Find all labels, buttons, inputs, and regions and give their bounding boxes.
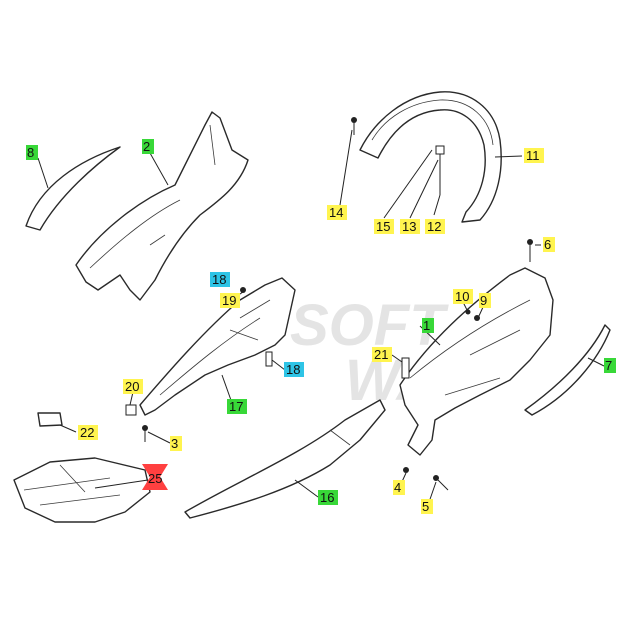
callout-12: 12: [425, 219, 445, 234]
svg-text:15: 15: [376, 219, 390, 234]
svg-text:4: 4: [394, 480, 401, 495]
screw-5-icon: [433, 475, 439, 481]
callout-19: 19: [220, 293, 240, 308]
callout-17: 17: [227, 399, 247, 414]
part-block-22: [37, 412, 63, 427]
callout-22: 22: [78, 425, 98, 440]
callout-13: 13: [400, 219, 420, 234]
callout-15: 15: [374, 219, 394, 234]
clip-20-icon: [125, 404, 137, 416]
bolt-12-icon: [435, 145, 445, 155]
svg-text:25: 25: [148, 471, 162, 486]
part-grab-rail-11: [359, 91, 502, 223]
svg-text:2: 2: [143, 139, 150, 154]
callout-2: 2: [142, 139, 154, 154]
svg-text:20: 20: [125, 379, 139, 394]
part-lower-trim-16: [184, 399, 386, 519]
svg-text:8: 8: [27, 145, 34, 160]
callout-1: 1: [422, 318, 434, 333]
callout-10: 10: [453, 289, 473, 304]
callout-14: 14: [327, 205, 347, 220]
callout-16: 16: [318, 490, 338, 505]
svg-text:10: 10: [455, 289, 469, 304]
svg-text:22: 22: [80, 425, 94, 440]
callout-25: 25: [142, 464, 168, 490]
bolt-14-icon: [351, 117, 357, 123]
callout-18-top: 18: [210, 272, 230, 287]
bolt-21-icon: [401, 357, 410, 379]
part-side-panel-2: [75, 111, 249, 301]
svg-text:14: 14: [329, 205, 343, 220]
callout-9: 9: [479, 293, 491, 308]
svg-text:12: 12: [427, 219, 441, 234]
callout-8: 8: [26, 145, 38, 160]
callout-4: 4: [393, 480, 405, 495]
svg-text:18: 18: [212, 272, 226, 287]
callout-6: 6: [543, 237, 555, 252]
svg-text:7: 7: [605, 358, 612, 373]
svg-text:3: 3: [171, 436, 178, 451]
callout-18-bottom: 18: [284, 362, 304, 377]
bolt-18-icon: [265, 351, 273, 367]
svg-text:1: 1: [423, 318, 430, 333]
screw-3-icon: [142, 425, 148, 431]
svg-text:11: 11: [526, 148, 540, 163]
part-rear-cowl-1: [399, 267, 554, 456]
callout-7: 7: [604, 358, 616, 373]
callout-3: 3: [170, 436, 182, 451]
svg-text:17: 17: [229, 399, 243, 414]
svg-text:9: 9: [480, 293, 487, 308]
callout-5: 5: [421, 499, 433, 514]
callout-20: 20: [123, 379, 143, 394]
svg-text:16: 16: [320, 490, 334, 505]
callout-11: 11: [524, 148, 544, 163]
svg-text:5: 5: [422, 499, 429, 514]
svg-text:18: 18: [286, 362, 300, 377]
part-trim-strip-8: [25, 146, 121, 231]
screw-4-icon: [403, 467, 409, 473]
screw-6-icon: [527, 239, 533, 245]
part-floor-tray-25: [13, 457, 151, 523]
part-side-cover-17: [139, 277, 296, 416]
part-trim-strip-7: [524, 324, 611, 416]
svg-text:13: 13: [402, 219, 416, 234]
svg-text:21: 21: [374, 347, 388, 362]
callout-21: 21: [372, 347, 392, 362]
screw-18-icon: [240, 287, 246, 293]
svg-text:6: 6: [544, 237, 551, 252]
svg-text:19: 19: [222, 293, 236, 308]
